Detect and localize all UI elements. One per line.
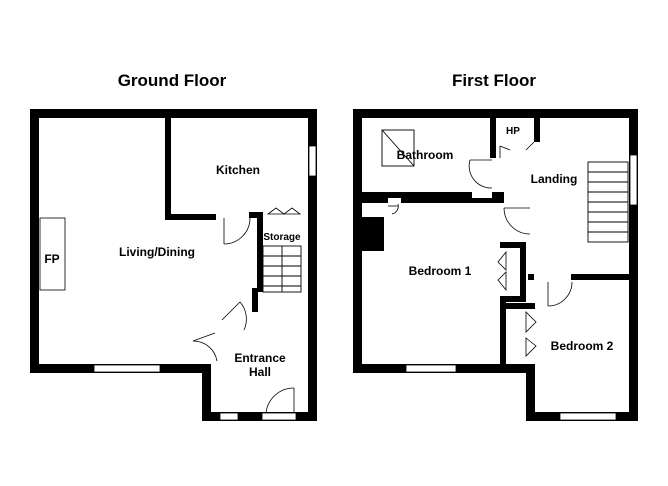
bathroom-skylight: [381, 129, 415, 167]
entrance-label-line1: Entrance: [234, 351, 286, 365]
bedroom2-door: [547, 281, 573, 307]
bedroom1-label: Bedroom 1: [409, 264, 472, 278]
living-window: [93, 364, 161, 373]
landing-window: [629, 154, 638, 206]
kitchen-window: [308, 145, 317, 177]
first-floor-plan: First Floor: [353, 71, 638, 421]
bedroom1-door: [503, 207, 531, 235]
storage-label: Storage: [263, 232, 301, 243]
bedroom2-label: Bedroom 2: [551, 339, 614, 353]
ground-floor-stairs: [262, 245, 302, 293]
bedroom1-window: [405, 364, 457, 373]
bathroom-label: Bathroom: [397, 148, 454, 162]
living-hall-double-door: [192, 301, 247, 362]
ground-floor-walls: [30, 109, 317, 421]
ground-floor-plan: Ground Floor: [30, 71, 317, 421]
front-door: [261, 387, 297, 421]
landing-label: Landing: [531, 172, 578, 186]
kitchen-door: [223, 217, 251, 245]
fireplace: [39, 217, 66, 291]
storage-door: [266, 207, 302, 215]
entrance-label-line2: Hall: [249, 365, 271, 379]
bedroom1-wardrobe-door: [497, 250, 507, 292]
bathroom-door: [468, 159, 493, 189]
hall-window: [219, 412, 239, 421]
kitchen-label: Kitchen: [216, 163, 260, 177]
bedroom2-window: [559, 412, 617, 421]
fp-label: FP: [44, 252, 59, 266]
first-floor-title: First Floor: [452, 71, 536, 90]
living-dining-label: Living/Dining: [119, 245, 195, 259]
first-floor-stairs: [587, 161, 629, 243]
bedroom1-cupboard-door: [388, 203, 399, 215]
hp-cupboard-door: [499, 141, 535, 158]
ground-floor-title: Ground Floor: [118, 71, 227, 90]
hp-label: HP: [506, 126, 520, 137]
bedroom2-wardrobe-door: [525, 311, 537, 357]
